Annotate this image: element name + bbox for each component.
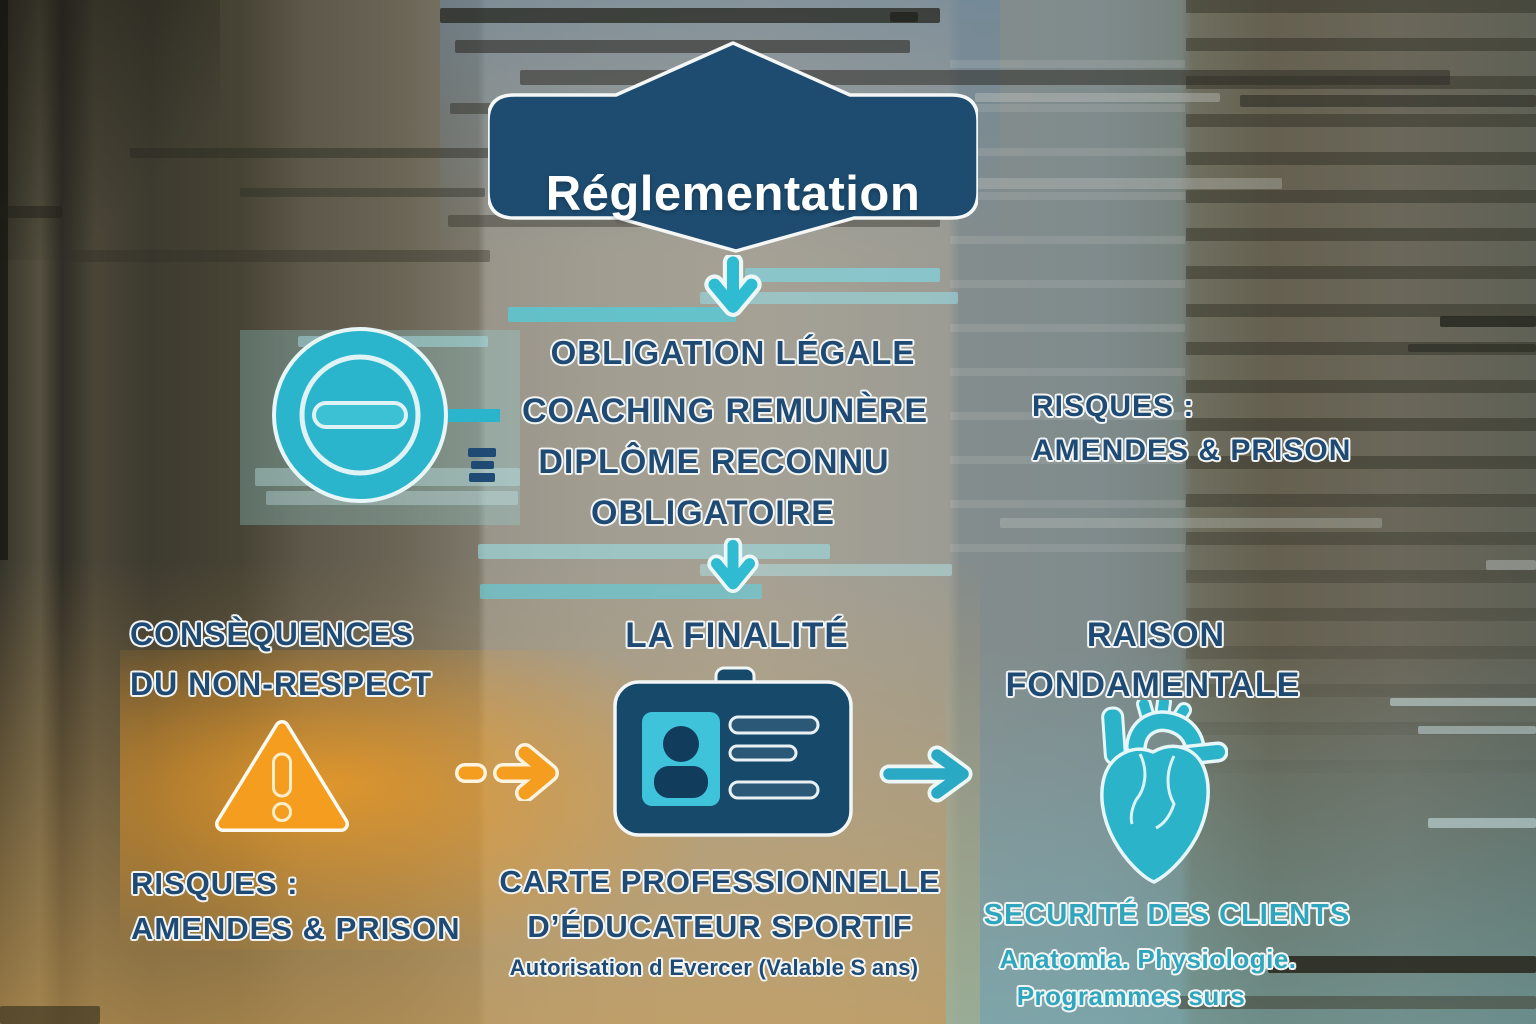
consequences-line-2: DU NON-RESPECT [130,666,433,702]
background-wash-left-pale [240,330,520,525]
right-arrow-icon [878,745,993,803]
glitch-line [1486,560,1536,570]
glitch-line [1440,316,1536,327]
risques-right-line-1: RISQUES : [1032,390,1195,423]
card-title-line-2: D’ÉDUCATEUR SPORTIF [527,909,913,944]
securite-line-2: Programmes surs [1016,981,1246,1011]
risques-right-line-2: AMENDES & PRISON [1032,434,1352,467]
card-note: Autorisation d Evercer (Valable S ans) [509,955,919,980]
glitch-line [1000,518,1382,528]
dashed-right-arrow-icon [450,741,585,801]
glitch-line [455,40,910,53]
down-arrow-icon [703,538,763,604]
glitch-line [440,8,940,23]
glitch-line [448,215,940,227]
glitch-line [700,292,958,304]
risques-left-line-1: RISQUES : [131,866,299,901]
title-badge: Réglementation [488,38,978,254]
background-wash-top-center [440,0,1000,300]
glitch-line [1268,956,1536,973]
prohibition-circle-icon [270,325,500,510]
glitch-line [508,307,736,322]
glitch-line [0,1006,100,1024]
glitch-line [745,268,940,282]
obligation-line-3: OBLIGATOIRE [591,494,835,532]
consequences-line-1: CONSÈQUENCES [130,616,415,652]
glitch-line [1390,698,1536,706]
glitch-line [1240,95,1536,107]
card-title-line-1: CARTE PROFESSIONNELLE [499,864,941,899]
badge-shape-icon [488,41,978,253]
glitch-line [240,188,485,197]
anatomical-heart-icon [1078,700,1228,890]
badge-title: Réglementation [545,167,921,221]
glitch-line [1418,726,1536,734]
glitch-line [520,70,1450,85]
glitch-line [480,584,762,599]
background-corner-dark [0,0,220,260]
glitch-line [60,250,490,262]
glitch-line [298,336,488,347]
glitch-line [255,468,520,486]
glitch-line [890,12,918,22]
person-icon [663,726,699,762]
risques-left-line-2: AMENDES & PRISON [131,911,461,946]
glitch-line [478,544,830,559]
warning-triangle-icon [210,712,355,852]
down-arrow-icon [701,255,765,329]
raison-line-1: RAISON [1086,616,1226,654]
glitch-line [1428,818,1536,828]
glitch-line [1408,344,1536,352]
background-blinds-right [1186,0,1536,1024]
securite-title: SECURITÉ DES CLIENTS [983,899,1351,931]
glitch-line [950,178,1282,189]
raison-line-2: FONDAMENTALE [1005,666,1301,704]
glitch-line [266,491,518,505]
securite-line-1: Anatomia. Physiologie. [999,944,1297,974]
background-blinds-mid-right [950,60,1185,580]
background-left-edge [0,0,8,560]
connector-line [444,409,500,422]
obligation-title: OBLIGATION LÉGALE [550,334,916,371]
obligation-line-1: COACHING REMUNÈRE [521,392,929,430]
id-card-icon [608,666,858,846]
glitch-line [450,103,940,114]
glitch-line [130,148,490,158]
obligation-line-2: DIPLÔME RECONNU [538,443,890,481]
equals-glyph [468,448,496,482]
glitch-line [975,93,1220,102]
finalite-title: LA FINALITÉ [625,616,849,655]
glitch-line [0,206,62,218]
glitch-line [700,564,952,576]
